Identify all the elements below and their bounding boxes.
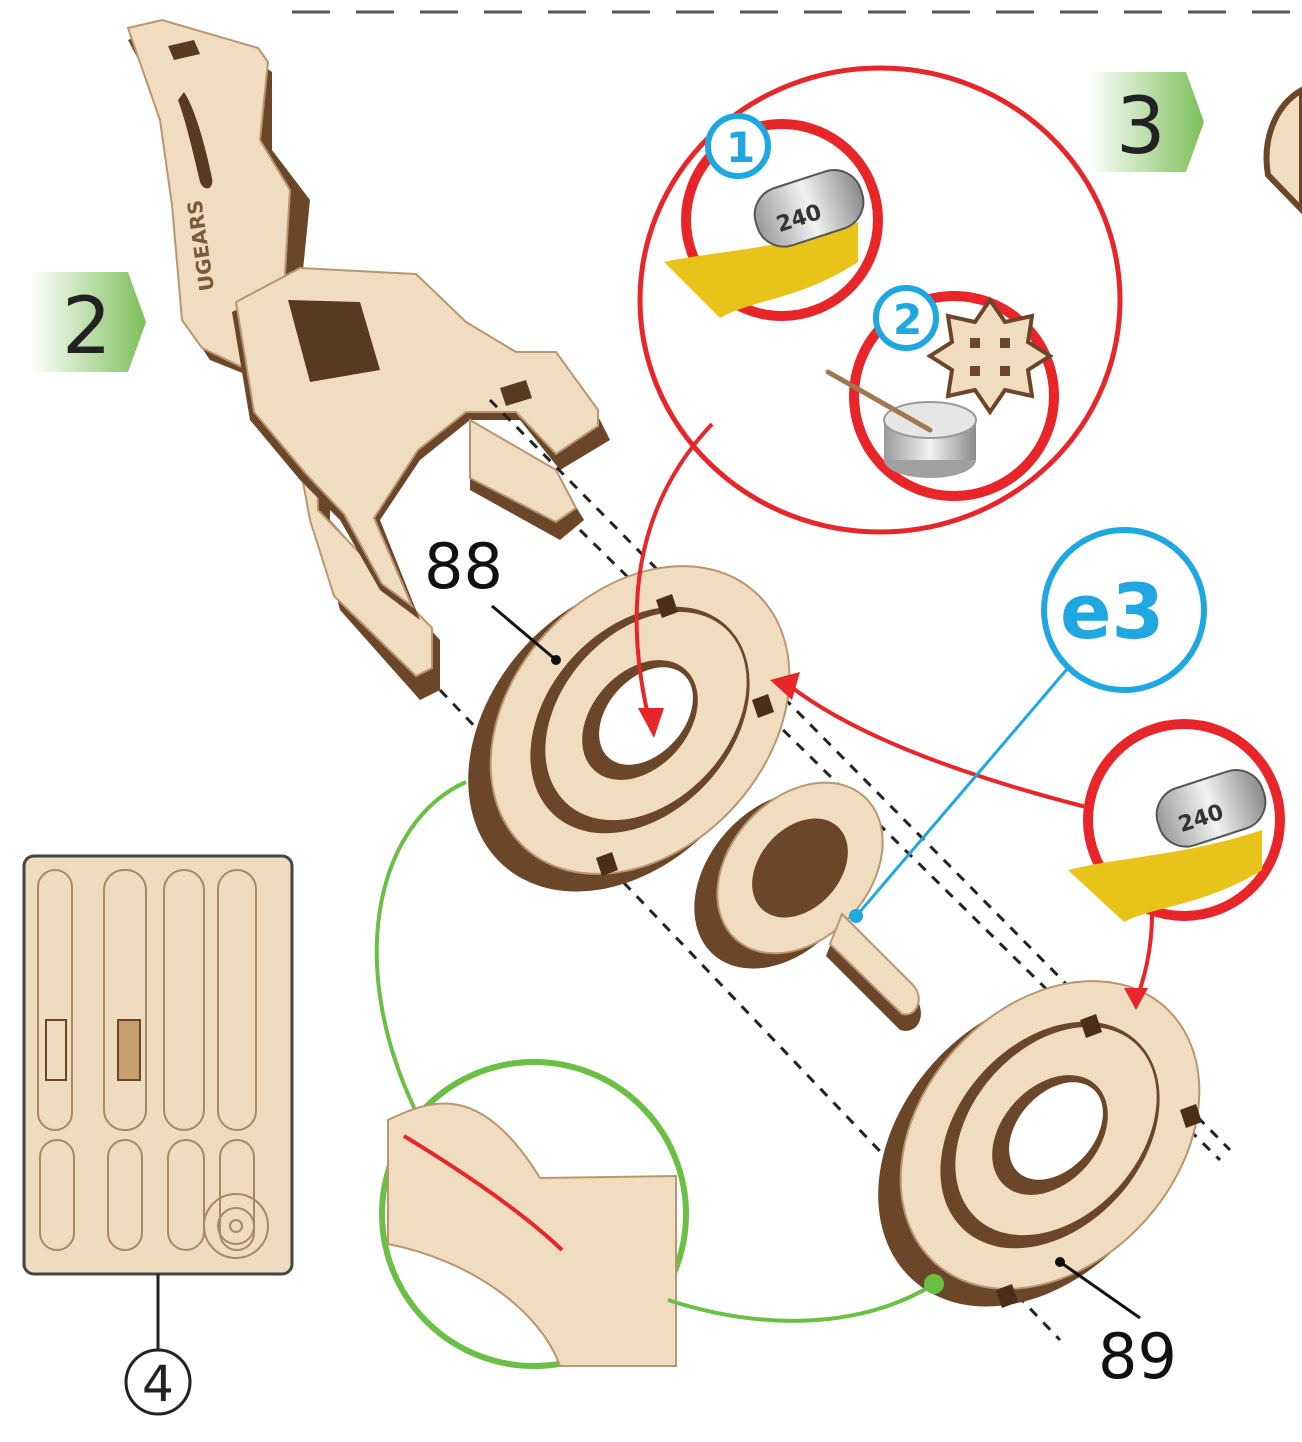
- sheet-number: 4: [142, 1355, 174, 1413]
- step-sub-1: 1: [726, 123, 755, 172]
- bracket-holder-part: UGEARS: [126, 18, 610, 700]
- plywood-sheet-4: 4: [22, 854, 294, 1416]
- step-2-marker: 2: [30, 272, 146, 372]
- e3-label: e3: [1060, 567, 1164, 656]
- ring-part-88: [468, 565, 791, 892]
- part-number-89: 89: [1098, 1320, 1177, 1393]
- red-arrow-to-ring-89: [1134, 913, 1154, 1001]
- partial-part-edge: [1263, 86, 1302, 215]
- e3-callout: e3: [849, 527, 1207, 923]
- step-3-marker: 3: [1088, 72, 1204, 172]
- axle-part-e3: [694, 781, 921, 1031]
- step-2-number: 2: [62, 282, 112, 372]
- ring-part-89: [878, 980, 1202, 1308]
- red-arrow-to-ring-88: [634, 422, 714, 725]
- label-89: 89: [1055, 1257, 1177, 1393]
- sand-and-lube-callout: 240 1 2: [637, 65, 1123, 535]
- part-number-88: 88: [424, 530, 503, 603]
- red-arrow-to-ring-88-rim: [788, 684, 1091, 810]
- detail-zoom-callout: [374, 780, 944, 1369]
- step-sub-2: 2: [893, 295, 922, 344]
- step-3-number: 3: [1116, 82, 1166, 172]
- sandpaper-callout-right: 240: [1068, 719, 1285, 922]
- label-88: 88: [424, 530, 561, 665]
